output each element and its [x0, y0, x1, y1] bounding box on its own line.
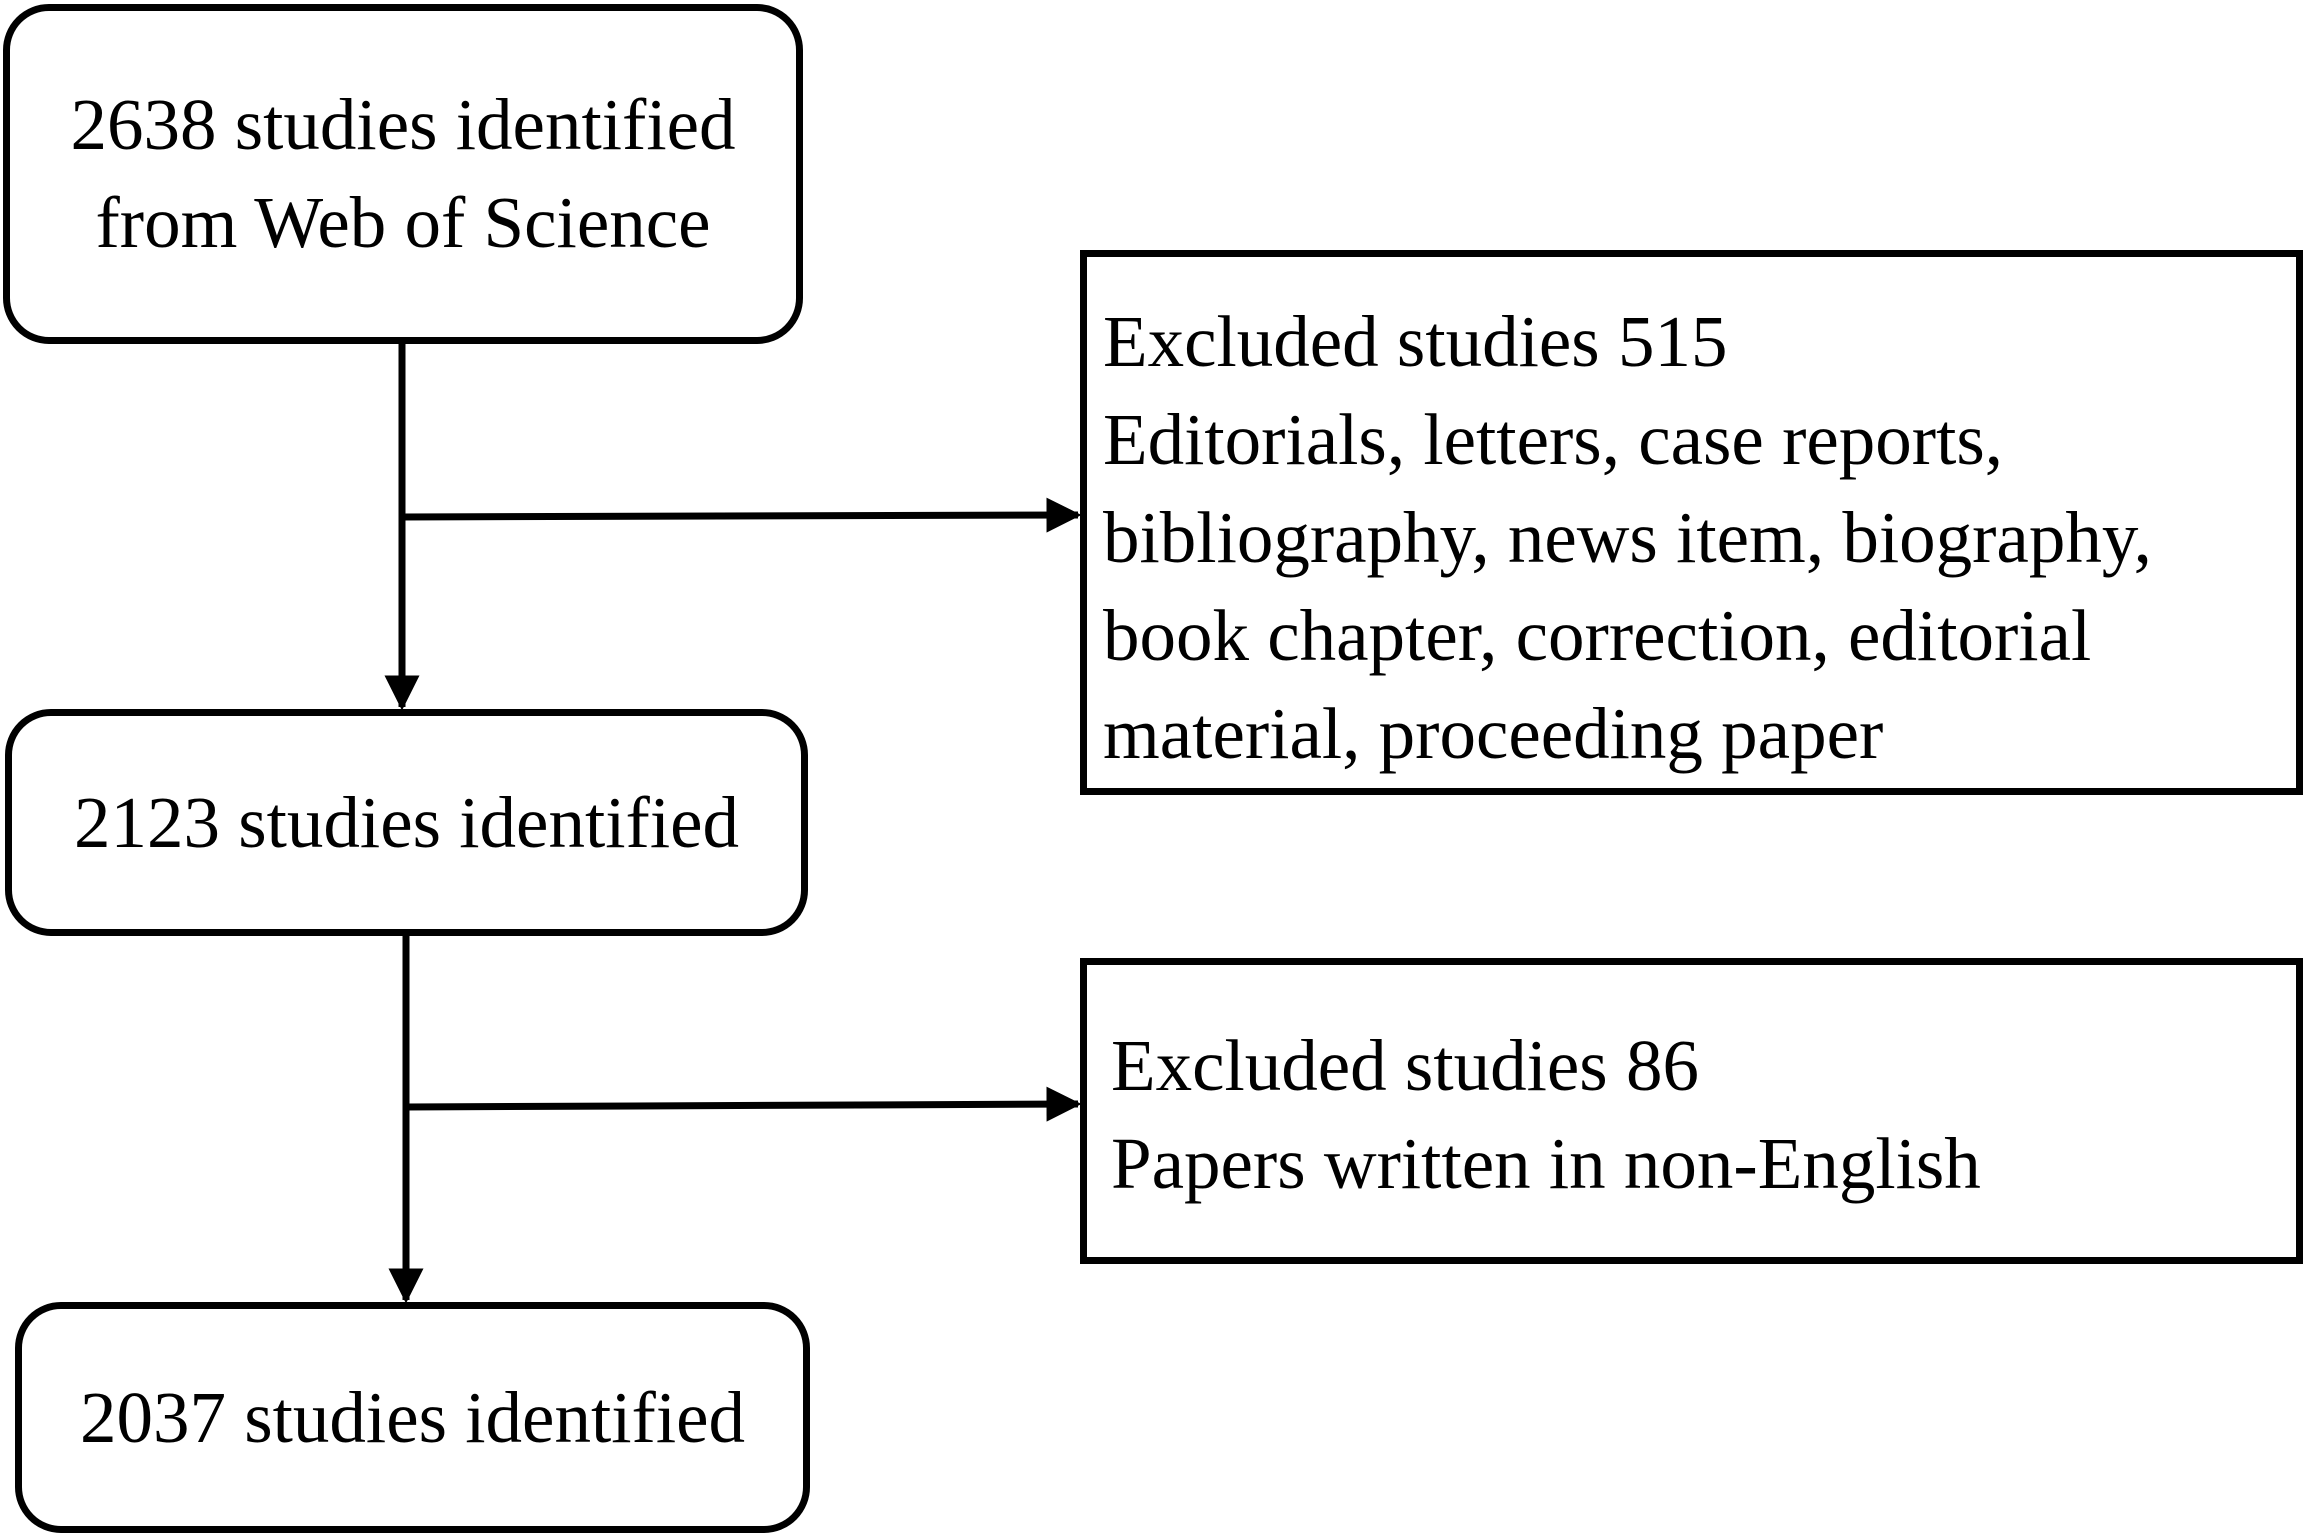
branch-arrow-to-exclusion-1	[401, 497, 1082, 533]
flow-box-line: 2638 studies identified	[70, 84, 736, 165]
exclusion-line: Papers written in non-English	[1111, 1123, 1981, 1204]
exclusion-line: bibliography, news item, biography,	[1103, 497, 2152, 578]
branch-arrow-to-exclusion-2	[405, 1086, 1082, 1122]
flow-box-line: from Web of Science	[95, 182, 711, 263]
exclusion-box-language: Excluded studies 86 Papers written in no…	[1080, 958, 2303, 1264]
flow-box-line: 2123 studies identified	[73, 781, 740, 863]
exclusion-line: Excluded studies 515	[1103, 301, 1728, 382]
exclusion-line: Excluded studies 86	[1111, 1025, 1699, 1106]
exclusion-line: material, proceeding paper	[1103, 693, 1884, 774]
flow-box-line: 2037 studies identified	[79, 1376, 746, 1458]
flow-box-identified-web-of-science: 2638 studies identified from Web of Scie…	[3, 4, 803, 344]
exclusion-line: Editorials, letters, case reports,	[1103, 399, 2004, 480]
flow-box-identified-after-type-filter: 2123 studies identified	[5, 709, 808, 936]
exclusion-box-document-types: Excluded studies 515 Editorials, letters…	[1080, 250, 2303, 795]
flow-box-identified-final: 2037 studies identified	[15, 1302, 810, 1533]
exclusion-line: book chapter, correction, editorial	[1103, 595, 2092, 676]
